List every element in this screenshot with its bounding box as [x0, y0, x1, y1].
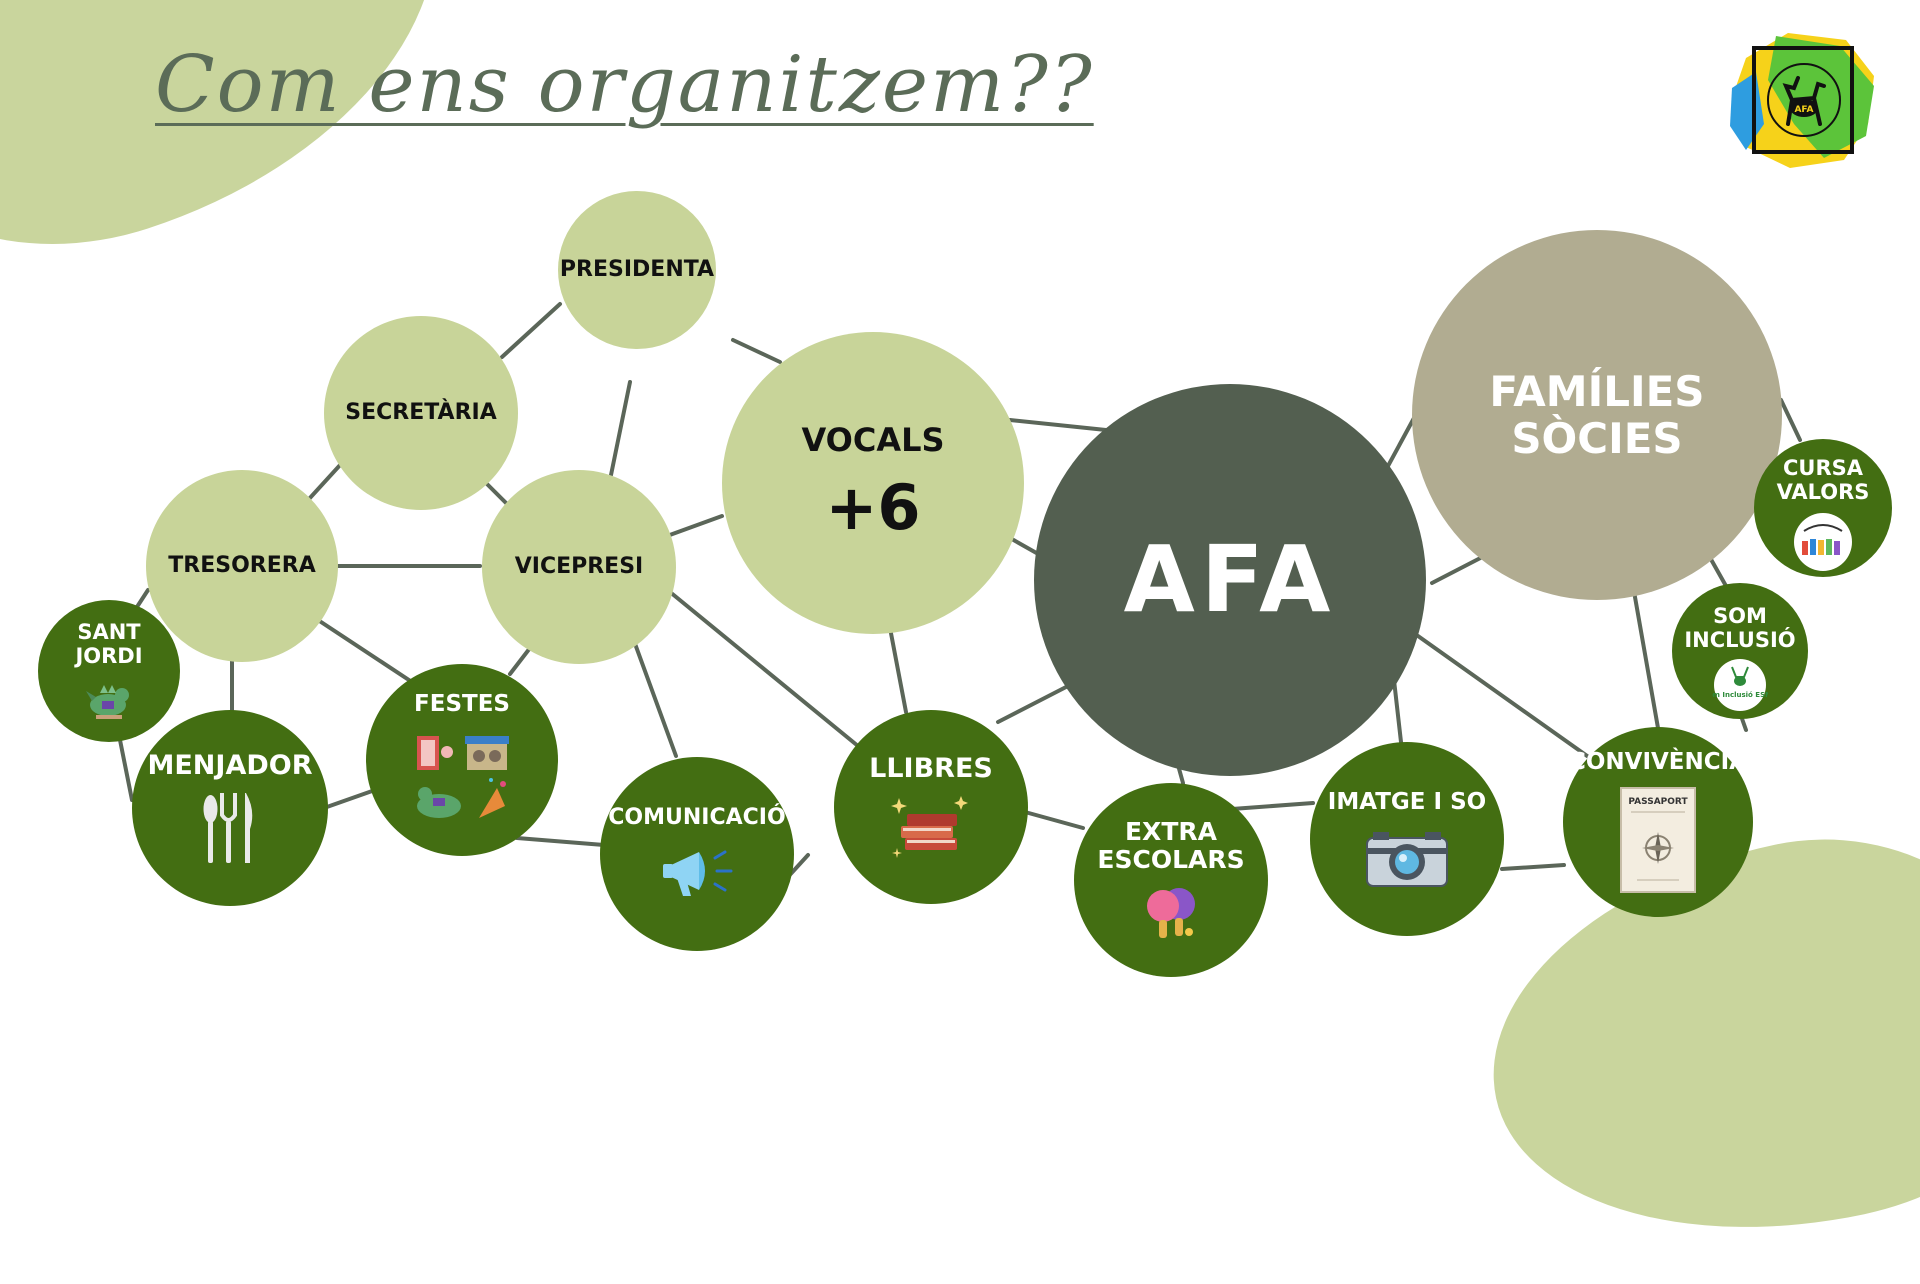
node-som-inclusio[interactable]: SOM INCLUSIÓ Som Inclusió ESMC: [1672, 583, 1808, 719]
node-vocals-count: +6: [825, 471, 921, 545]
logo-badge-text: AFA: [1794, 105, 1813, 115]
node-families-label: FAMÍLIES SÒCIES: [1489, 366, 1705, 463]
node-convivencia-label: CONVIVÈNCIA: [1568, 749, 1748, 776]
node-tresorera-label: TRESORERA: [168, 552, 316, 578]
node-tresorera[interactable]: TRESORERA: [146, 470, 338, 662]
node-sant-jordi[interactable]: SANT JORDI: [38, 600, 180, 742]
node-convivencia[interactable]: CONVIVÈNCIA PASSAPORT: [1563, 727, 1753, 917]
node-llibres[interactable]: LLIBRES: [834, 710, 1028, 904]
node-vocals[interactable]: VOCALS +6: [722, 332, 1024, 634]
node-secretaria-label: SECRETÀRIA: [345, 399, 497, 425]
node-presidenta-label: PRESIDENTA: [559, 256, 715, 282]
passport-title: PASSAPORT: [1628, 797, 1688, 807]
passport-icon: PASSAPORT: [1619, 786, 1697, 894]
node-som-inclusio-label: SOM INCLUSIÓ: [1684, 604, 1796, 652]
node-imatge-so-label: IMATGE I SO: [1327, 789, 1487, 816]
school-logo: AFA: [1730, 33, 1874, 168]
page-title: Com ens organitzem??: [155, 40, 1094, 130]
node-extraescolars[interactable]: EXTRA ESCOLARS: [1074, 783, 1268, 977]
cutlery-icon: [200, 791, 260, 865]
som-inclusio-logo-icon: Som Inclusió ESMC: [1712, 658, 1768, 711]
node-families-socies[interactable]: FAMÍLIES SÒCIES: [1412, 230, 1782, 600]
megaphone-icon: [659, 840, 735, 902]
books-icon: [891, 794, 971, 860]
node-festes[interactable]: FESTES: [366, 664, 558, 856]
cursa-logo-icon: [1790, 512, 1856, 571]
node-vicepresi[interactable]: VICEPRESI: [482, 470, 676, 664]
camera-icon: [1365, 826, 1449, 888]
node-presidenta[interactable]: PRESIDENTA: [558, 191, 716, 349]
node-sant-jordi-label: SANT JORDI: [75, 620, 143, 668]
node-comunicacio-label: COMUNICACIÓ: [608, 804, 786, 830]
node-comunicacio[interactable]: COMUNICACIÓ: [600, 757, 794, 951]
node-cursa-valors[interactable]: CURSA VALORS: [1754, 439, 1892, 577]
node-menjador-label: MENJADOR: [147, 749, 313, 781]
party-icons: [407, 728, 517, 828]
node-vicepresi-label: VICEPRESI: [514, 553, 644, 579]
node-extraescolars-label: EXTRA ESCOLARS: [1097, 817, 1245, 874]
dragon-icon: [82, 679, 136, 721]
node-afa[interactable]: AFA: [1034, 384, 1426, 776]
node-vocals-label: VOCALS: [801, 421, 945, 460]
node-cursa-label: CURSA VALORS: [1776, 456, 1870, 504]
ping-pong-icon: [1141, 884, 1201, 942]
node-secretaria[interactable]: SECRETÀRIA: [324, 316, 518, 510]
som-inclusio-badge: Som Inclusió ESMC: [1712, 691, 1768, 699]
connection-lines: [118, 302, 1802, 892]
node-festes-label: FESTES: [414, 691, 510, 718]
node-afa-label: AFA: [1123, 526, 1337, 634]
node-imatge-so[interactable]: IMATGE I SO: [1310, 742, 1504, 936]
node-llibres-label: LLIBRES: [869, 752, 993, 784]
node-menjador[interactable]: MENJADOR: [132, 710, 328, 906]
